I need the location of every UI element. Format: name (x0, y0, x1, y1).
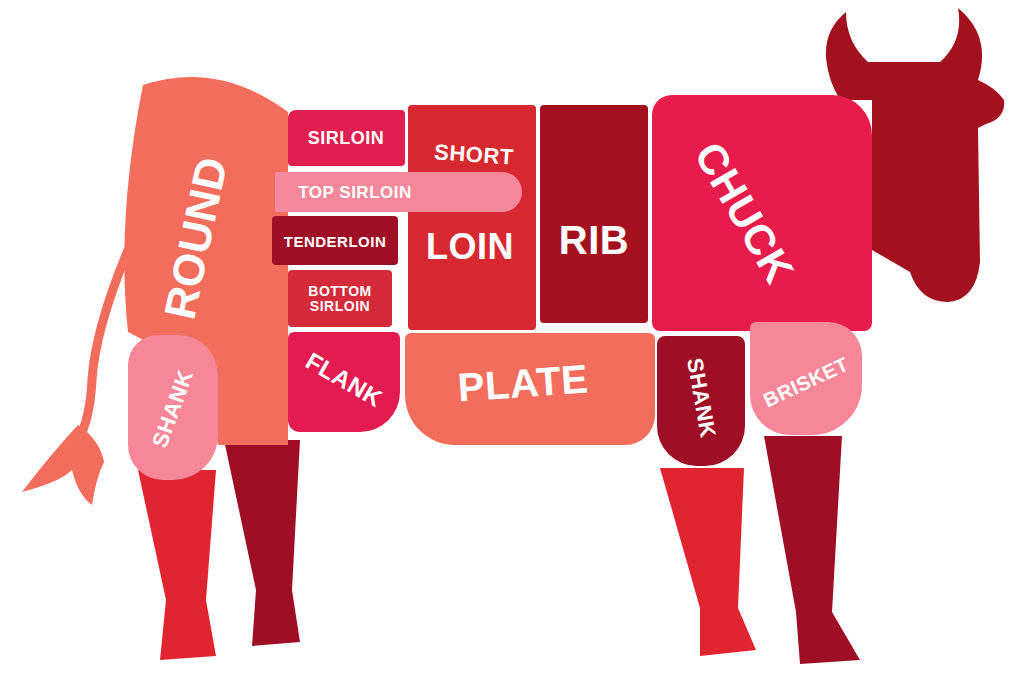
tenderloin-cut: TENDERLOIN (272, 216, 398, 265)
cut-label: FLANK (302, 349, 387, 412)
cut-label: BOTTOM SIRLOIN (297, 284, 383, 315)
front-leg-far (764, 436, 860, 664)
cut-label: LOIN (426, 229, 514, 265)
cut-label: CHUCK (687, 136, 800, 291)
cut-label: TOP SIRLOIN (298, 184, 412, 201)
sirloin-cut: SIRLOIN (288, 110, 405, 166)
cut-label: TENDERLOIN (284, 234, 387, 249)
top-sirloin-cut: TOP SIRLOIN (275, 172, 522, 212)
front-shank-cut: SHANK (657, 336, 745, 466)
rear-leg-near (138, 470, 216, 660)
cut-label: SHANK (683, 356, 719, 439)
front-leg-near (660, 468, 756, 656)
plate-cut: PLATE (405, 333, 655, 445)
cut-label: SIRLOIN (308, 129, 385, 147)
short-loin-cut: SHORT LOIN (408, 105, 536, 330)
cut-label: BRISKET (760, 354, 851, 411)
rib-cut: RIB (540, 105, 648, 323)
cut-label: RIB (559, 220, 629, 260)
chuck-cut: CHUCK (652, 95, 872, 331)
brisket-cut: BRISKET (750, 322, 862, 435)
bottom-sirloin-cut: BOTTOM SIRLOIN (288, 270, 392, 327)
cut-label: PLATE (456, 358, 589, 407)
cut-label: SHORT (434, 141, 515, 168)
flank-cut: FLANK (288, 332, 400, 432)
rear-leg-far (224, 440, 300, 646)
cut-label: SHANK (149, 367, 197, 450)
tail-tuft (22, 425, 104, 505)
rear-shank-cut: SHANK (128, 335, 218, 480)
tail (78, 250, 128, 440)
